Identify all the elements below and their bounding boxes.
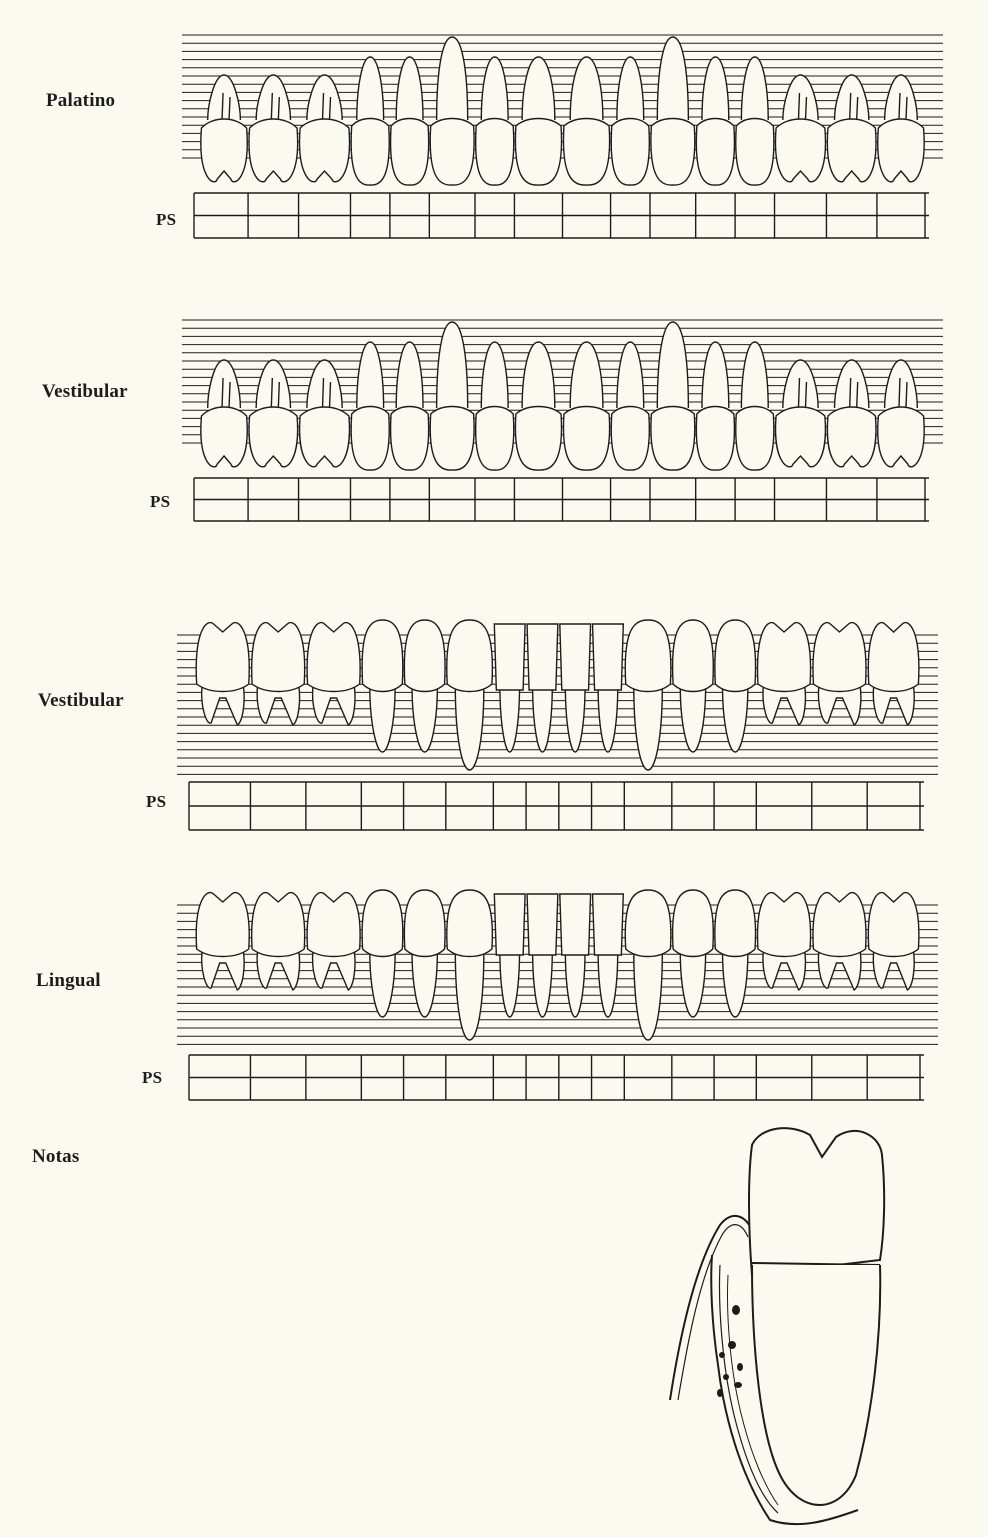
ps-grid	[189, 1055, 924, 1100]
tooth	[593, 894, 624, 1017]
notes-label: Notas	[32, 1146, 79, 1168]
teeth-row	[196, 890, 919, 1040]
tooth	[307, 893, 360, 990]
tooth	[673, 890, 714, 1017]
tooth	[625, 890, 671, 1040]
tooth	[362, 890, 403, 1017]
tooth	[196, 893, 249, 990]
lower-arch-lingual-chart	[0, 0, 988, 1110]
tooth-profile-illustration	[660, 1115, 900, 1535]
tooth	[447, 890, 493, 1040]
tooth	[813, 893, 866, 990]
tooth	[560, 894, 591, 1017]
tooth	[758, 893, 811, 990]
tooth	[868, 893, 919, 990]
tooth	[527, 894, 558, 1017]
tooth	[715, 890, 756, 1017]
tooth	[404, 890, 445, 1017]
tooth	[494, 894, 525, 1017]
tooth	[252, 893, 305, 990]
